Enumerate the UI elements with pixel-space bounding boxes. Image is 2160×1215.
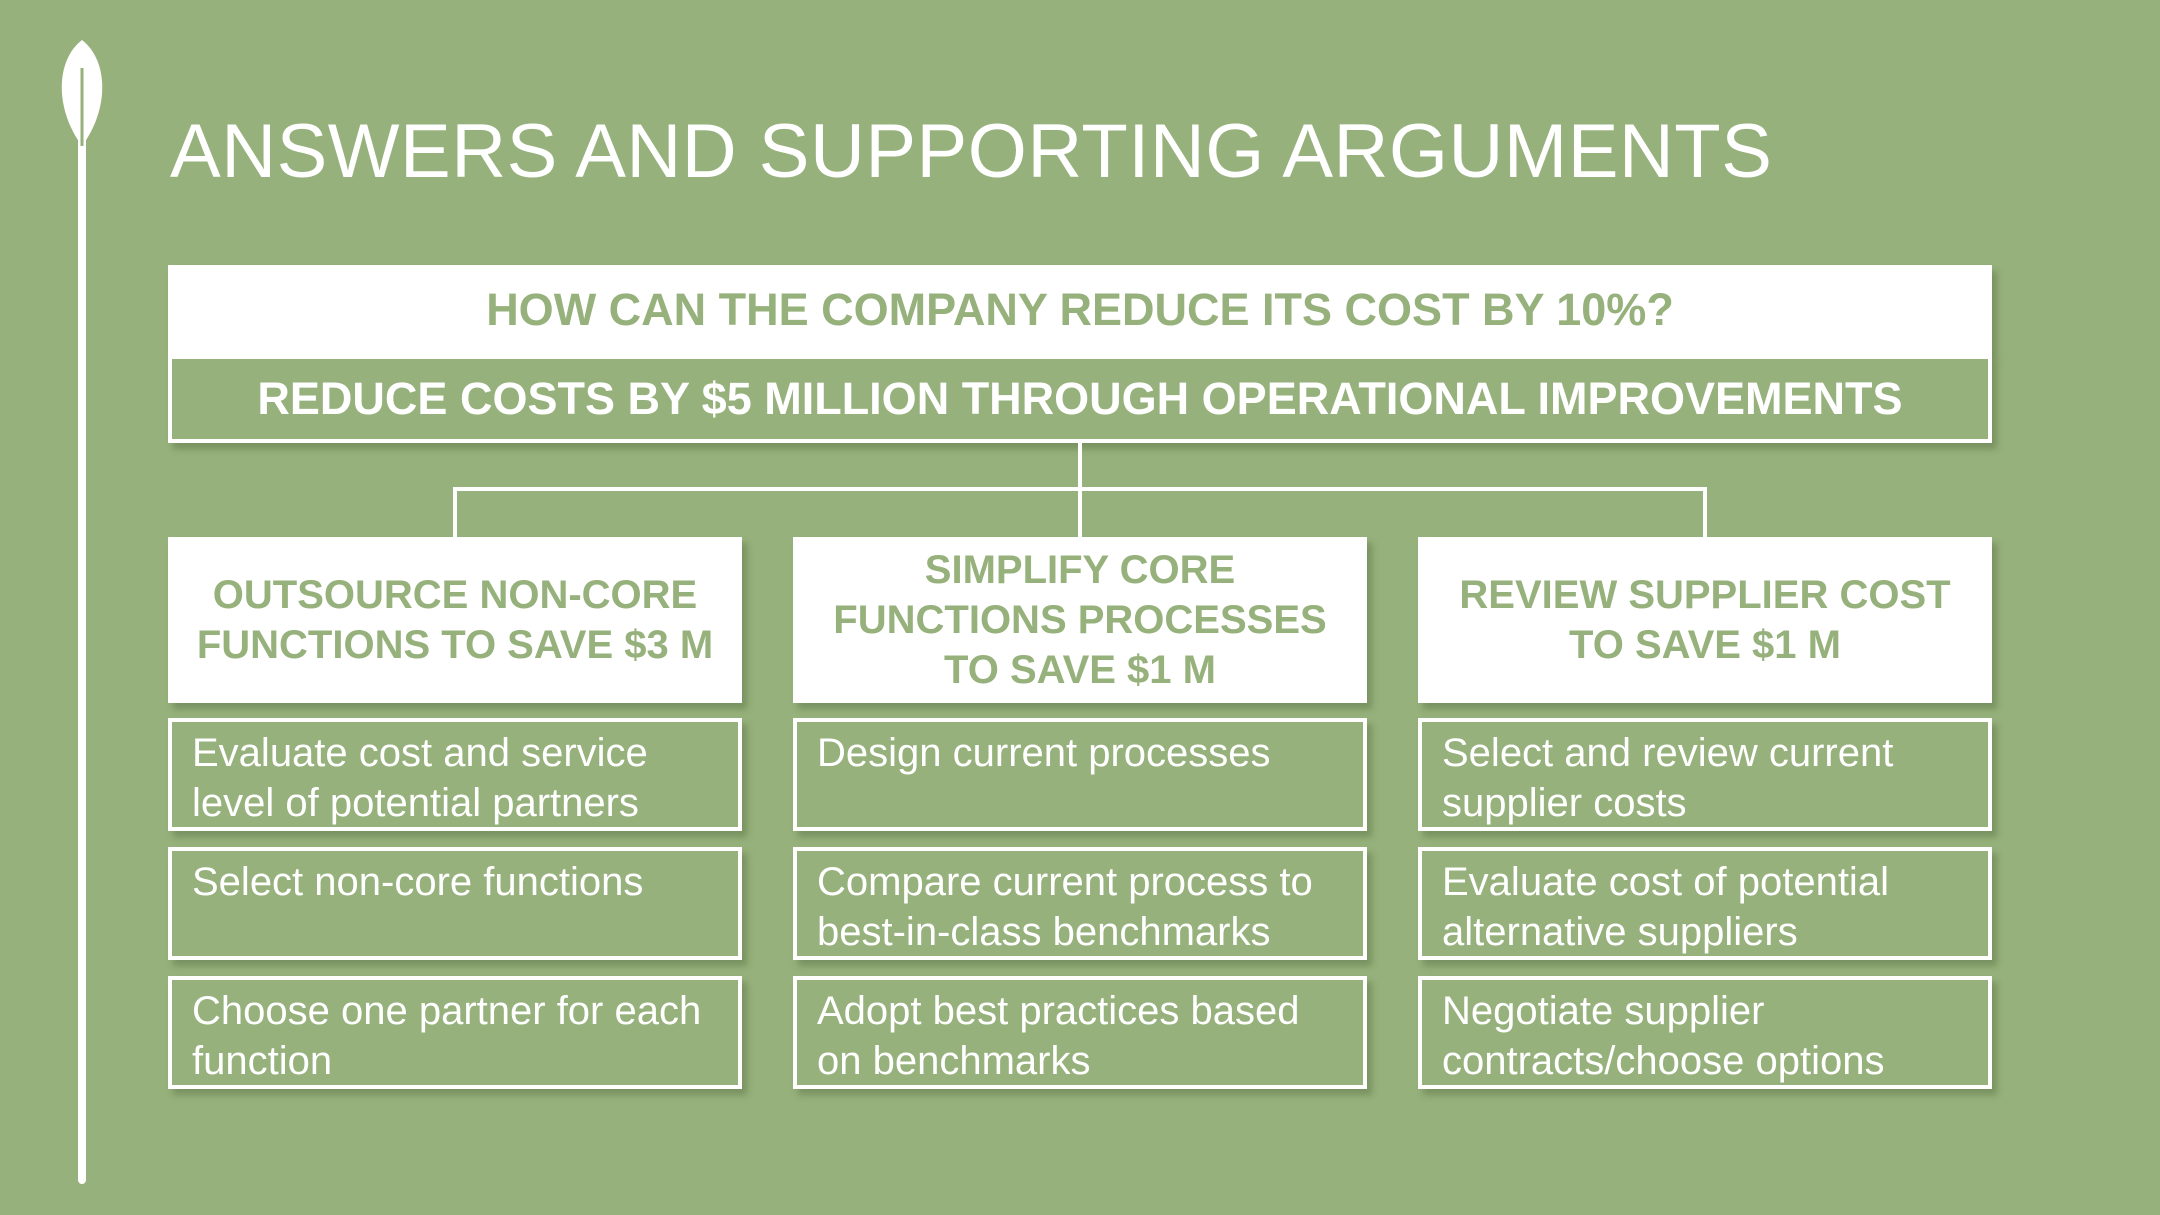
supporting-point: Adopt best practices based on benchmarks: [793, 976, 1367, 1089]
key-question-box: HOW CAN THE COMPANY REDUCE ITS COST BY 1…: [168, 265, 1992, 355]
governing-answer-text: REDUCE COSTS BY $5 MILLION THROUGH OPERA…: [257, 373, 1903, 424]
supporting-point-text: Adopt best practices based on benchmarks: [817, 989, 1300, 1083]
argument-header-text: REVIEW SUPPLIER COST TO SAVE $1 M: [1459, 573, 1951, 667]
supporting-point: Evaluate cost of potential alternative s…: [1418, 847, 1992, 960]
supporting-point: Select and review current supplier costs: [1418, 718, 1992, 831]
supporting-point-text: Select non-core functions: [192, 860, 644, 904]
argument-header-text: SIMPLIFY CORE FUNCTIONS PROCESSES TO SAV…: [833, 548, 1327, 692]
supporting-point: Design current processes: [793, 718, 1367, 831]
argument-header-outsource: OUTSOURCE NON-CORE FUNCTIONS TO SAVE $3 …: [168, 537, 742, 703]
governing-answer-box: REDUCE COSTS BY $5 MILLION THROUGH OPERA…: [168, 355, 1992, 443]
supporting-point-text: Evaluate cost and service level of poten…: [192, 731, 648, 825]
supporting-point-text: Choose one partner for each function: [192, 989, 702, 1083]
supporting-point: Choose one partner for each function: [168, 976, 742, 1089]
supporting-point-text: Evaluate cost of potential alternative s…: [1442, 860, 1889, 954]
argument-header-supplier: REVIEW SUPPLIER COST TO SAVE $1 M: [1418, 537, 1992, 703]
supporting-point: Evaluate cost and service level of poten…: [168, 718, 742, 831]
supporting-point-text: Select and review current supplier costs: [1442, 731, 1894, 825]
key-question-text: HOW CAN THE COMPANY REDUCE ITS COST BY 1…: [486, 284, 1674, 335]
argument-header-text: OUTSOURCE NON-CORE FUNCTIONS TO SAVE $3 …: [196, 573, 714, 667]
argument-header-simplify: SIMPLIFY CORE FUNCTIONS PROCESSES TO SAV…: [793, 537, 1367, 703]
supporting-point-text: Compare current process to best-in-class…: [817, 860, 1313, 954]
supporting-point-text: Design current processes: [817, 731, 1271, 775]
supporting-point: Select non-core functions: [168, 847, 742, 960]
supporting-point-text: Negotiate supplier contracts/choose opti…: [1442, 989, 1885, 1083]
page-title: ANSWERS AND SUPPORTING ARGUMENTS: [170, 109, 1773, 194]
supporting-point: Negotiate supplier contracts/choose opti…: [1418, 976, 1992, 1089]
leaf-icon: [61, 40, 103, 1184]
supporting-point: Compare current process to best-in-class…: [793, 847, 1367, 960]
